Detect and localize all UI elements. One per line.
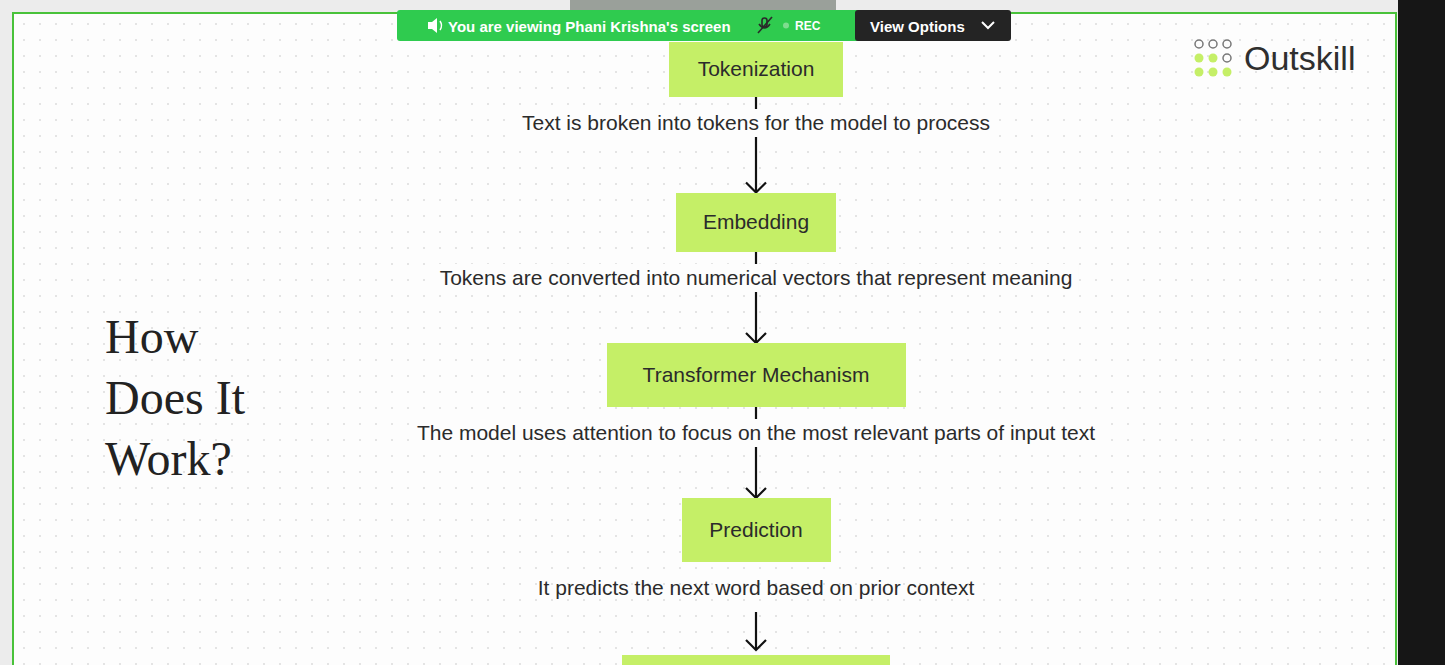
box-label: Embedding <box>703 210 809 234</box>
box-label: Transformer Mechanism <box>643 363 870 387</box>
video-thumbnail <box>570 0 836 10</box>
share-banner <box>397 10 867 41</box>
arrow-head <box>746 488 766 498</box>
share-border <box>13 13 1396 665</box>
side-panel <box>1398 0 1445 665</box>
dot-grid <box>13 13 1396 665</box>
step-description: Text is broken into tokens for the model… <box>516 109 996 137</box>
logo-text: Outskill <box>1244 39 1355 78</box>
arrow-head <box>746 183 766 193</box>
slide <box>13 13 1396 665</box>
step-description: The model uses attention to focus on the… <box>411 419 1101 447</box>
box-label: Prediction <box>709 518 802 542</box>
speaker-icon <box>428 18 442 33</box>
chevron-icon <box>982 22 994 28</box>
button-label: View Options <box>870 17 965 34</box>
view-options-button <box>855 10 1011 41</box>
process-box: Embedding <box>676 193 836 252</box>
process-box: Transformer Mechanism <box>607 343 906 407</box>
mic-muted-icon <box>758 17 772 33</box>
slide-title: How Does It Work? <box>105 306 290 489</box>
process-box: Prediction <box>682 498 831 562</box>
box-label: Tokenization <box>698 57 815 81</box>
rec-dot <box>783 23 789 29</box>
arrow-head <box>746 333 766 343</box>
final-arrow <box>746 612 766 650</box>
partial-box <box>622 655 890 665</box>
process-box: Tokenization <box>669 42 843 97</box>
step-description: Tokens are converted into numerical vect… <box>434 264 1079 292</box>
step-description: It predicts the next word based on prior… <box>538 576 975 600</box>
banner-text: You are viewing Phani Krishna's screen <box>448 17 731 34</box>
rec-label: REC <box>795 19 820 33</box>
logo-dots <box>1195 40 1232 77</box>
